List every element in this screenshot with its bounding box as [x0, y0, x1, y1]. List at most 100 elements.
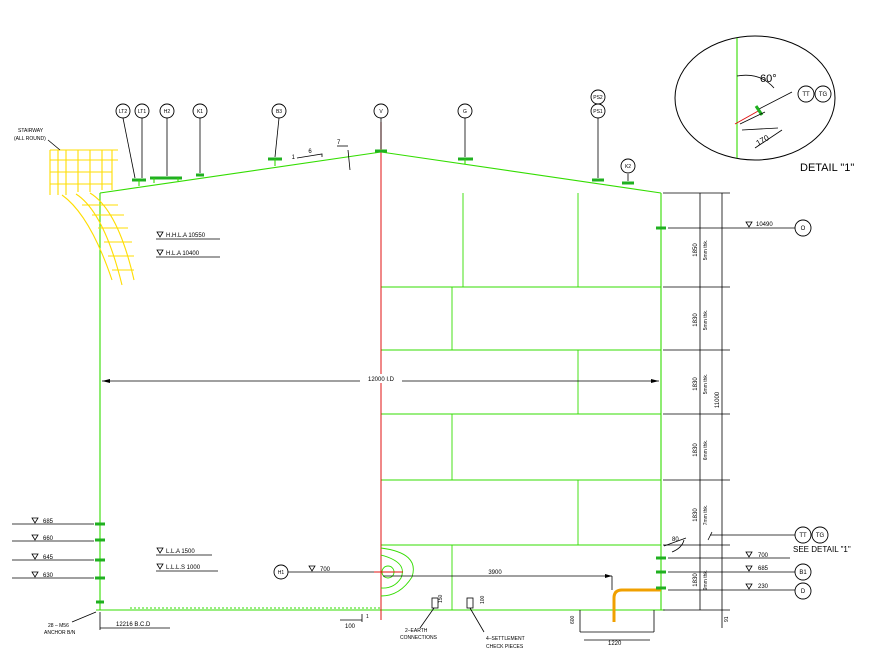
svg-text:TT: TT	[802, 92, 810, 98]
svg-text:B3: B3	[276, 109, 282, 115]
svg-text:660: 660	[43, 536, 54, 542]
roof-angle-mark: 7	[337, 140, 351, 171]
course-thk-2: 5mm thk.	[703, 310, 709, 331]
bottom-dim-91: 91	[724, 616, 730, 622]
course-height-5: 1830	[693, 508, 699, 522]
svg-text:LT1: LT1	[138, 109, 146, 115]
nozzle-tag-PS1: PS1	[590, 103, 606, 119]
svg-text:H1: H1	[278, 570, 285, 576]
svg-text:100: 100	[480, 595, 486, 604]
callout-685: 685 B1	[668, 563, 812, 581]
diameter-dimension: 12000 I.D	[102, 374, 659, 383]
nozzle-tag-B3: B3	[271, 103, 287, 119]
course-height-4: 1830	[693, 443, 699, 457]
level-lla: L.L.A 1500	[156, 547, 212, 556]
course-thk-3: 5mm thk.	[703, 374, 709, 395]
course-height-1: 1850	[693, 243, 699, 257]
course-thk-5: 7mm thk.	[703, 505, 709, 526]
svg-text:645: 645	[43, 555, 54, 561]
svg-text:700: 700	[320, 567, 331, 573]
svg-text:2–EARTH: 2–EARTH	[405, 628, 428, 634]
course-height-6: 1830	[693, 573, 699, 587]
svg-text:O: O	[801, 226, 806, 232]
course-height-3: 1830	[693, 377, 699, 391]
bottom-dim-100: 100 1	[340, 614, 369, 630]
nozzle-leaders	[122, 117, 629, 181]
svg-text:12000 I.D: 12000 I.D	[368, 377, 395, 383]
dimension-3900: 3900	[383, 570, 613, 590]
svg-text:SEE DETAIL "1": SEE DETAIL "1"	[793, 545, 851, 554]
nozzle-tag-LT2: LT2	[115, 103, 131, 119]
callout-230: 230 D	[668, 582, 812, 600]
left-elevation-660: 660	[31, 534, 54, 542]
svg-text:PS1: PS1	[593, 109, 603, 115]
svg-text:28 – M56: 28 – M56	[48, 623, 69, 629]
nozzle-tag-K1: K1	[192, 103, 208, 119]
svg-text:7: 7	[337, 140, 341, 146]
settlement-check-pieces: 100 4–SETTLEMENT CHECK PIECES	[466, 595, 525, 650]
svg-text:H2: H2	[164, 109, 171, 115]
svg-text:K1: K1	[197, 109, 203, 115]
level-hla: H.L.A 10400	[156, 249, 220, 258]
course-height-2: 1830	[693, 313, 699, 327]
svg-text:D: D	[801, 589, 806, 595]
svg-text:(ALL ROUND): (ALL ROUND)	[14, 136, 46, 142]
svg-text:L.L.L.S 1000: L.L.L.S 1000	[166, 565, 201, 571]
stairway: STAIRWAY (ALL ROUND)	[14, 128, 135, 286]
svg-text:B1: B1	[799, 570, 807, 576]
right-shell-nozzles	[656, 226, 666, 590]
svg-text:600: 600	[570, 615, 576, 624]
svg-text:150: 150	[438, 594, 444, 603]
level-hhla: H.H.L.A 10550	[156, 231, 220, 240]
svg-text:H.H.L.A 10550: H.H.L.A 10550	[166, 233, 206, 239]
callout-700: 700	[668, 551, 790, 559]
svg-text:700: 700	[758, 553, 769, 559]
svg-text:CHECK PIECES: CHECK PIECES	[486, 644, 524, 650]
svg-text:K2: K2	[625, 164, 631, 170]
tt-tg-callout: TT TG SEE DETAIL "1" 80	[663, 526, 851, 554]
total-height: 11000	[715, 391, 721, 408]
nozzle-tag-V: V	[373, 103, 389, 119]
svg-text:630: 630	[43, 573, 54, 579]
svg-text:ANCHOR B/N: ANCHOR B/N	[44, 630, 76, 636]
left-shell-nozzles	[12, 522, 105, 604]
nozzle-tag-PS2: PS2	[590, 89, 606, 105]
svg-text:1: 1	[292, 155, 296, 161]
drain-pipe: 1220 600	[570, 588, 661, 647]
manhole-h1: H1 700	[273, 547, 414, 597]
svg-text:CONNECTIONS: CONNECTIONS	[400, 635, 438, 641]
svg-text:PS2: PS2	[593, 95, 603, 101]
svg-text:DETAIL "1": DETAIL "1"	[800, 162, 854, 174]
svg-text:80: 80	[672, 537, 679, 543]
svg-text:685: 685	[758, 566, 769, 572]
svg-text:10490: 10490	[756, 222, 773, 228]
svg-text:STAIRWAY: STAIRWAY	[18, 128, 44, 134]
left-elevation-645: 645	[31, 553, 54, 561]
level-llls: L.L.L.S 1000	[156, 563, 218, 572]
nozzle-tag-LT1: LT1	[134, 103, 150, 119]
nozzle-tag-K2: K2	[620, 158, 636, 174]
svg-text:12216 B.C.D: 12216 B.C.D	[116, 622, 151, 628]
svg-text:230: 230	[758, 584, 769, 590]
left-elevation-630: 630	[31, 571, 54, 579]
svg-text:TG: TG	[816, 533, 825, 539]
svg-text:3900: 3900	[488, 570, 502, 576]
left-elevation-685: 685	[31, 517, 54, 525]
svg-text:60°: 60°	[760, 73, 777, 85]
nozzle-tag-G: G	[457, 103, 473, 119]
svg-text:L.L.A 1500: L.L.A 1500	[166, 549, 195, 555]
svg-text:685: 685	[43, 519, 54, 525]
course-thk-1: 5mm thk.	[703, 240, 709, 261]
anchor-bolts-note: 28 – M56 ANCHOR B/N	[44, 611, 97, 636]
svg-text:G: G	[463, 109, 467, 115]
svg-text:100: 100	[345, 624, 356, 630]
svg-text:1: 1	[366, 614, 369, 620]
course-thk-6: 9mm thk.	[703, 570, 709, 591]
shell-plates	[381, 193, 661, 610]
bcd-dimension: 12216 B.C.D	[99, 612, 170, 630]
svg-text:170: 170	[755, 133, 772, 148]
svg-text:V: V	[379, 109, 383, 115]
svg-text:1220: 1220	[608, 641, 622, 647]
course-thk-4: 6mm thk.	[703, 440, 709, 461]
